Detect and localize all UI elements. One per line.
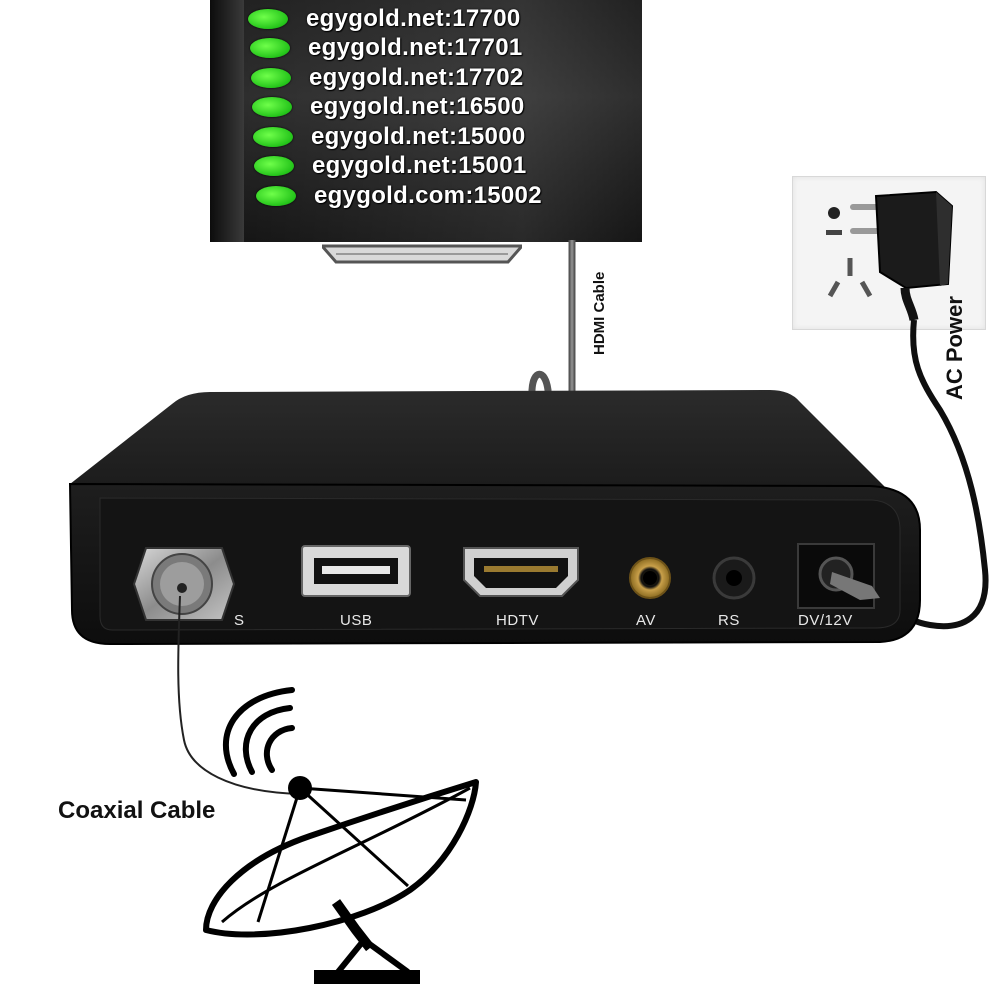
hdmi-connector-icon[interactable]: [463, 547, 579, 597]
server-label: egygold.net:17700: [306, 4, 521, 32]
status-online-icon: [256, 185, 296, 206]
server-label: egygold.com:15002: [314, 181, 542, 209]
server-label: egygold.net:17702: [309, 63, 524, 91]
av-port-label: AV: [636, 612, 656, 629]
server-row: egygold.net:17701: [250, 34, 542, 64]
status-online-icon: [250, 38, 290, 59]
dc-power-jack[interactable]: [797, 543, 880, 609]
server-row: egygold.net:17700: [248, 4, 542, 34]
server-label: egygold.net:16500: [310, 93, 525, 121]
status-online-icon: [253, 126, 293, 147]
server-label: egygold.net:17701: [308, 34, 523, 62]
tv-screen: egygold.net:17700 egygold.net:17701 egyg…: [210, 0, 642, 242]
hdtv-port-label: HDTV: [496, 612, 539, 629]
tv-stand: [322, 244, 522, 264]
ac-power-label: AC Power: [942, 296, 967, 400]
status-online-icon: [254, 156, 294, 177]
status-online-icon: [252, 97, 292, 118]
coaxial-cable-label: Coaxial Cable: [58, 797, 216, 824]
signal-waves-icon: [222, 687, 295, 777]
server-label: egygold.net:15000: [311, 122, 526, 150]
lnb-port-label: S: [234, 612, 245, 629]
server-list: egygold.net:17700 egygold.net:17701 egyg…: [248, 4, 542, 211]
server-row: egygold.net:15000: [253, 122, 542, 152]
av-jack[interactable]: [629, 557, 671, 599]
server-row: egygold.net:17702: [251, 63, 542, 93]
usb-port[interactable]: [301, 545, 411, 597]
server-row: egygold.com:15002: [256, 181, 542, 211]
lnb-connector[interactable]: [132, 547, 236, 621]
server-row: egygold.net:16500: [252, 93, 542, 123]
coaxial-cable: [177, 595, 301, 795]
satellite-dish-icon: [203, 776, 479, 984]
usb-port-label: USB: [340, 612, 373, 629]
server-row: egygold.net:15001: [254, 152, 542, 182]
tv-bezel: [210, 0, 244, 242]
status-online-icon: [251, 67, 291, 88]
power-plug-icon: [850, 190, 954, 321]
rs-port-label: RS: [718, 612, 740, 629]
status-online-icon: [248, 8, 288, 29]
rs-jack[interactable]: [712, 556, 756, 600]
outlet-sockets: [826, 207, 873, 298]
hdmi-cable-label: HDMI Cable: [591, 271, 608, 355]
server-label: egygold.net:15001: [312, 152, 527, 180]
dc-port-label: DV/12V: [798, 612, 853, 629]
